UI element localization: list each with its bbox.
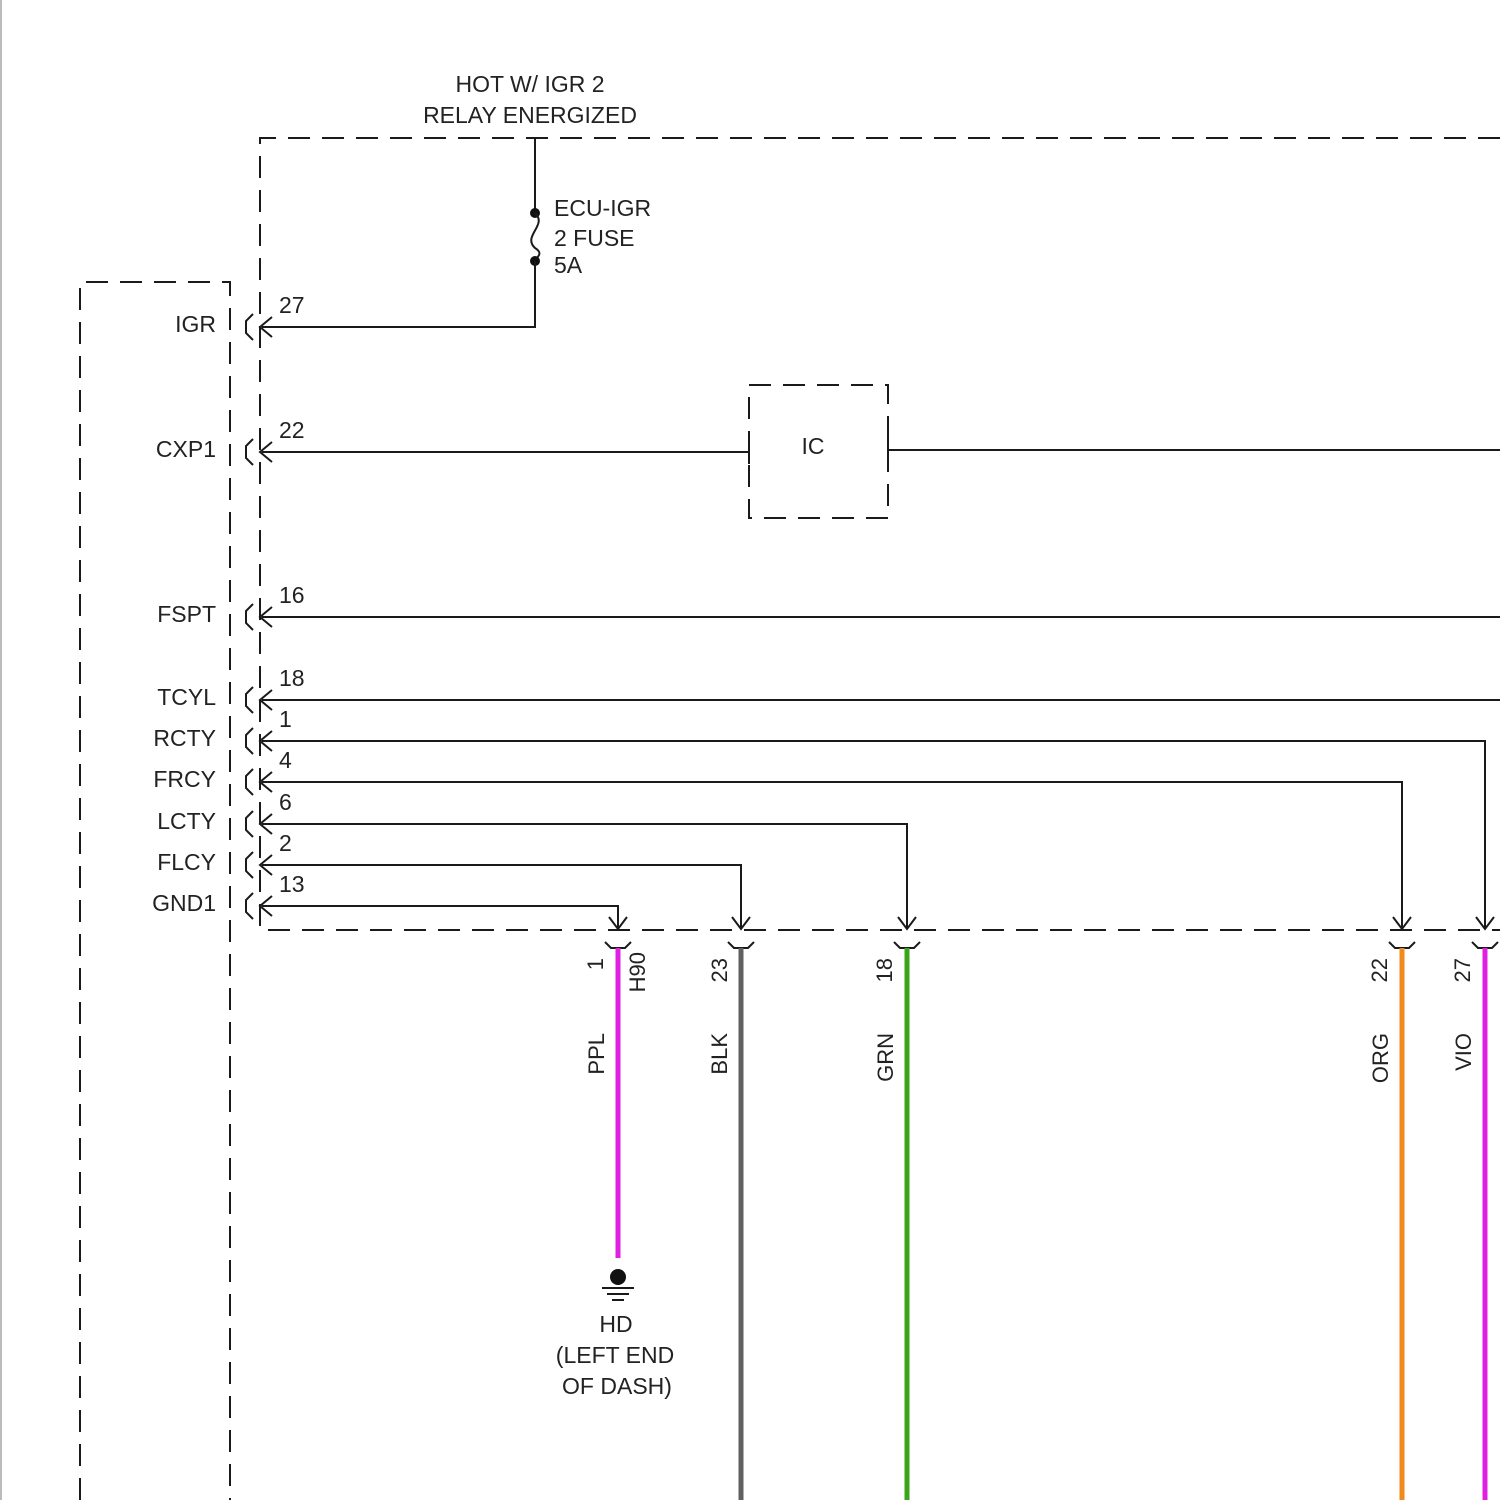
connector-chevron-flcy <box>246 852 253 878</box>
pin-chevron-1 <box>605 942 631 948</box>
terminal-label-lcty: LCTY <box>157 808 216 834</box>
power-source-line1: HOT W/ IGR 2 <box>455 71 604 97</box>
connector-chevron-frcy <box>246 769 253 795</box>
wire-color-grn: GRN <box>873 1033 898 1082</box>
ground-label-line3: OF DASH) <box>562 1373 672 1399</box>
terminal-pin-tcyl: 18 <box>279 665 305 691</box>
flcy-wire <box>262 865 741 928</box>
terminal-label-flcy: FLCY <box>157 849 216 875</box>
gnd1-wire <box>262 906 618 928</box>
wire-pin-1: 1 <box>583 958 608 970</box>
wire-pin-27: 27 <box>1450 958 1475 982</box>
pin-chevron-23 <box>728 942 754 948</box>
terminal-label-tcyl: TCYL <box>157 684 216 710</box>
fuse-label-line1: ECU-IGR <box>554 195 651 221</box>
wire-pin-22: 22 <box>1367 958 1392 982</box>
power-source-line2: RELAY ENERGIZED <box>423 102 637 128</box>
ecu-inner-box <box>260 138 1500 930</box>
terminal-pin-lcty: 6 <box>279 789 292 815</box>
terminal-label-cxp1: CXP1 <box>156 436 216 462</box>
terminal-label-rcty: RCTY <box>153 725 216 751</box>
rcty-wire <box>262 741 1485 928</box>
connector-name: H90 <box>625 952 650 992</box>
connector-chevron-lcty <box>246 811 253 837</box>
pin-chevron-18 <box>894 942 920 948</box>
wire-color-ppl: PPL <box>584 1033 609 1075</box>
pin-chevron-22 <box>1389 942 1415 948</box>
fuse-symbol <box>531 213 539 261</box>
terminal-label-frcy: FRCY <box>153 766 216 792</box>
terminal-label-fspt: FSPT <box>157 601 216 627</box>
fuse-label-line3: 5A <box>554 252 583 278</box>
lcty-wire <box>262 824 907 928</box>
ground-label-line1: HD <box>599 1311 632 1337</box>
wire-color-org: ORG <box>1368 1033 1393 1083</box>
wire-pin-23: 23 <box>707 958 732 982</box>
terminal-pin-fspt: 16 <box>279 582 305 608</box>
terminal-pin-rcty: 1 <box>279 706 292 732</box>
ground-label-line2: (LEFT END <box>556 1342 674 1368</box>
terminal-pin-igr: 27 <box>279 292 305 318</box>
wire-pin-18: 18 <box>872 958 897 982</box>
connector-chevron-rcty <box>246 728 253 754</box>
connector-chevron-tcyl <box>246 687 253 713</box>
connector-chevron-igr <box>246 314 253 340</box>
wire-color-vio: VIO <box>1451 1033 1476 1071</box>
terminal-pin-frcy: 4 <box>279 747 292 773</box>
pin-chevron-27 <box>1472 942 1498 948</box>
terminal-pin-gnd1: 13 <box>279 871 305 897</box>
terminal-pin-flcy: 2 <box>279 830 292 856</box>
terminal-label-gnd1: GND1 <box>152 890 216 916</box>
connector-chevron-cxp1 <box>246 439 253 465</box>
ground-point <box>610 1269 626 1285</box>
ic-label: IC <box>802 433 825 459</box>
terminal-label-igr: IGR <box>175 311 216 337</box>
fuse-label-line2: 2 FUSE <box>554 225 635 251</box>
wire-color-blk: BLK <box>707 1033 732 1075</box>
terminal-pin-cxp1: 22 <box>279 417 305 443</box>
connector-chevron-fspt <box>246 604 253 630</box>
connector-chevron-gnd1 <box>246 893 253 919</box>
